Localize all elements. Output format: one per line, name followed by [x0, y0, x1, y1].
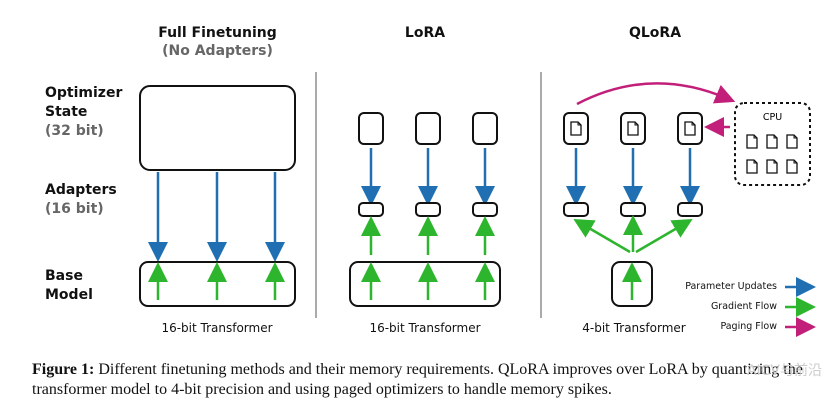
doc-icon	[684, 121, 696, 136]
paging-arrow-to-cpu	[576, 82, 736, 106]
footer-lora: 16-bit Transformer	[369, 321, 481, 335]
row-label-text: Optimizer	[45, 85, 123, 101]
row-label-bits: (32 bit)	[45, 123, 104, 139]
row-label-text: State	[45, 104, 88, 120]
lora-optimizer-box-2	[415, 112, 441, 145]
column-title: Full Finetuning	[158, 25, 277, 41]
column-subtitle: (No Adapters)	[162, 43, 273, 59]
column-title-full-finetuning: Full Finetuning (No Adapters)	[135, 24, 300, 60]
qlora-gradient-fan-left	[573, 218, 631, 254]
row-label-text: Model	[45, 287, 93, 303]
legend-paging-flow: Paging Flow	[720, 321, 777, 332]
lora-base-model-box	[349, 261, 501, 307]
qlora-gradient-fan-right	[635, 218, 693, 254]
lora-adapter-2	[415, 202, 441, 217]
doc-icon	[786, 134, 798, 149]
qlora-adapter-2	[620, 202, 646, 217]
doc-icon	[766, 159, 778, 174]
lora-optimizer-box-1	[358, 112, 384, 145]
row-label-bits: (16 bit)	[45, 201, 104, 217]
row-label-text: Adapters	[45, 182, 117, 198]
row-label-base-model: Base Model	[45, 267, 93, 305]
row-label-optimizer-state: Optimizer State (32 bit)	[45, 84, 122, 141]
doc-icon	[570, 121, 582, 136]
lora-adapter-3	[472, 202, 498, 217]
watermark: AICV与前沿	[746, 363, 822, 379]
footer-full-finetuning: 16-bit Transformer	[161, 321, 273, 335]
figure-caption-prefix: Figure 1:	[32, 361, 95, 378]
doc-icon	[786, 159, 798, 174]
lora-adapter-1	[358, 202, 384, 217]
legend-gradient-flow: Gradient Flow	[710, 301, 777, 312]
legend-parameter-updates: Parameter Updates	[685, 281, 777, 292]
lora-optimizer-box-3	[472, 112, 498, 145]
figure-caption-text: Different finetuning methods and their m…	[32, 361, 803, 398]
figure-caption: Figure 1: Different finetuning methods a…	[32, 360, 822, 400]
doc-icon	[746, 159, 758, 174]
doc-icon	[746, 134, 758, 149]
doc-icon	[766, 134, 778, 149]
row-label-adapters: Adapters (16 bit)	[45, 181, 117, 219]
column-title-lora: LoRA	[404, 25, 446, 41]
qlora-adapter-1	[563, 202, 589, 217]
cpu-label: CPU	[762, 112, 783, 123]
column-title-qlora: QLoRA	[628, 25, 682, 41]
row-label-text: Base	[45, 268, 83, 284]
ff-optimizer-state-box	[139, 85, 296, 171]
footer-qlora: 4-bit Transformer	[582, 321, 686, 335]
qlora-adapter-3	[677, 202, 703, 217]
doc-icon	[627, 121, 639, 136]
